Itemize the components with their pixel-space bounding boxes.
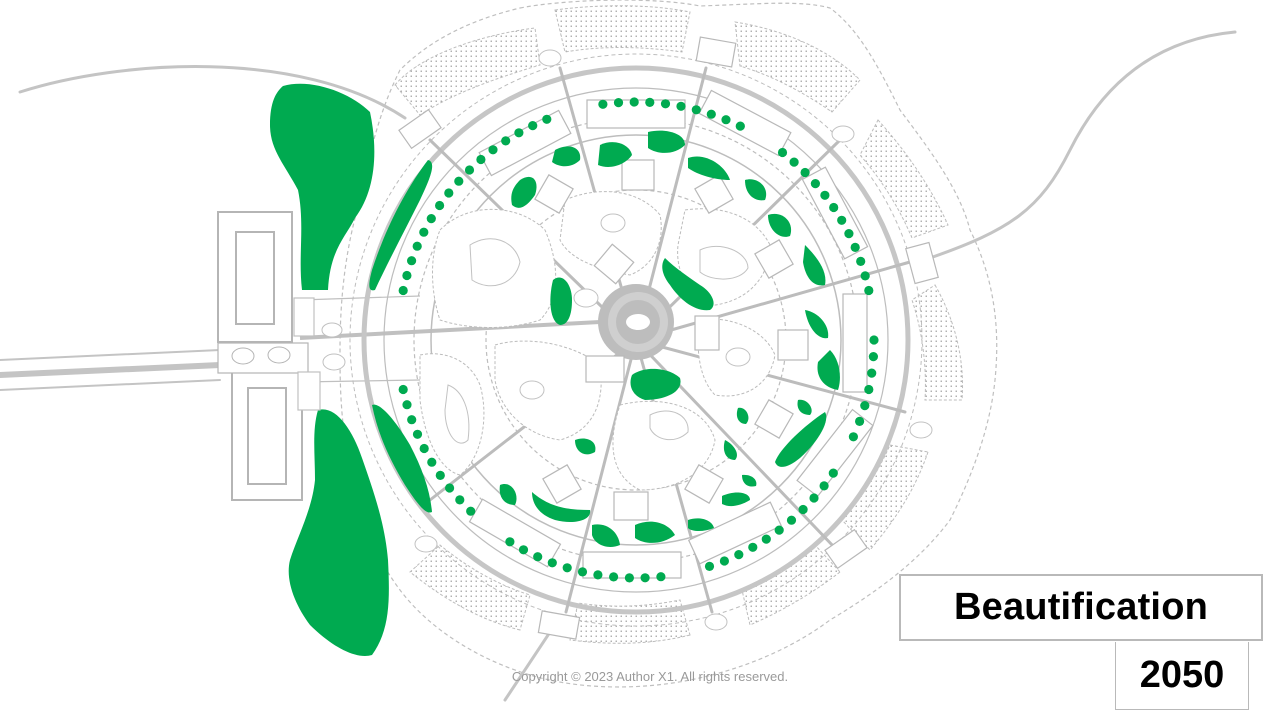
- tree-dot: [455, 495, 465, 505]
- tree-dot: [837, 215, 847, 225]
- tree-dot: [809, 493, 819, 503]
- tree-dot: [691, 105, 701, 115]
- tree-dot: [514, 128, 524, 138]
- tree-dot: [577, 567, 588, 577]
- tree-dot: [464, 165, 475, 175]
- page-title: Beautification: [953, 586, 1209, 628]
- interior-lots: [419, 191, 776, 491]
- tree-dot: [789, 157, 799, 167]
- tree-dot: [774, 525, 784, 535]
- tree-dot: [466, 506, 476, 516]
- tree-dot: [704, 561, 715, 572]
- tree-dot: [542, 114, 552, 124]
- ring-ellipses: [414, 49, 933, 631]
- external-roads: [0, 30, 1237, 702]
- tree-dot: [501, 136, 511, 146]
- tree-dot: [860, 271, 870, 281]
- tree-dot: [719, 556, 730, 566]
- tree-dot: [676, 101, 686, 111]
- tree-dot: [735, 121, 745, 131]
- tree-dot: [562, 563, 572, 573]
- tree-dot: [407, 256, 417, 266]
- tree-dot: [748, 542, 758, 552]
- tree-dot: [645, 97, 655, 107]
- tree-dot: [864, 384, 874, 395]
- outer-boundary: [339, 0, 998, 688]
- city-parks: [369, 130, 840, 547]
- west-buildings: [217, 211, 309, 501]
- tree-dot: [407, 415, 417, 425]
- tree-ring: [398, 97, 879, 583]
- tree-dot: [613, 98, 624, 108]
- tree-dot: [476, 154, 486, 165]
- west-access-road: [293, 295, 601, 411]
- tree-dot: [398, 384, 408, 395]
- tree-dot: [444, 188, 454, 198]
- tree-dot: [828, 468, 838, 478]
- tree-dot: [761, 534, 771, 544]
- tree-dot: [454, 176, 464, 186]
- tree-dot: [629, 97, 639, 107]
- tree-dot: [844, 229, 854, 239]
- tree-dot: [706, 109, 716, 119]
- tree-dot: [435, 470, 445, 480]
- tree-dot: [402, 270, 412, 281]
- tree-dot: [640, 573, 650, 583]
- tree-dot: [869, 335, 879, 345]
- interior-ponds: [444, 213, 751, 444]
- tree-dot: [412, 429, 423, 439]
- tree-dot: [855, 416, 865, 426]
- tree-dot: [547, 558, 557, 568]
- tree-dot: [850, 242, 860, 252]
- tree-dot: [867, 368, 877, 378]
- tree-dot: [419, 443, 429, 454]
- central-hub: [598, 284, 674, 360]
- tree-dot: [435, 200, 445, 211]
- tree-dot: [412, 241, 422, 251]
- ring-buildings: [398, 36, 939, 640]
- tree-dot: [868, 352, 879, 362]
- tree-dot: [798, 504, 808, 515]
- tree-dot: [810, 179, 821, 189]
- tree-dot: [598, 99, 608, 109]
- tree-dot: [533, 552, 543, 562]
- tree-dot: [656, 572, 666, 582]
- tree-dot: [426, 214, 436, 224]
- tree-dot: [624, 573, 635, 583]
- tree-dot: [721, 115, 731, 125]
- tree-dot: [660, 99, 671, 109]
- tree-dot: [419, 227, 429, 237]
- year-label: 2050: [1139, 654, 1225, 696]
- tree-dot: [593, 570, 603, 580]
- tree-dot: [518, 545, 529, 555]
- tree-dot: [528, 121, 538, 131]
- tree-dot: [402, 400, 412, 410]
- title-box: Beautification: [899, 574, 1263, 641]
- tree-dot: [786, 515, 797, 525]
- tree-dot: [820, 190, 830, 200]
- tree-dot: [427, 457, 437, 467]
- tree-dot: [445, 483, 455, 493]
- copyright-notice: Copyright © 2023 Author X1. All rights r…: [511, 669, 789, 684]
- year-box: 2050: [1115, 642, 1249, 710]
- tree-dot: [856, 256, 866, 266]
- tree-dot: [398, 285, 408, 296]
- west-parks: [270, 83, 389, 656]
- tree-dot: [777, 147, 788, 158]
- tree-dot: [800, 167, 810, 178]
- tree-dot: [819, 481, 829, 491]
- tree-dot: [505, 537, 515, 547]
- tree-dot: [734, 550, 744, 560]
- tree-dot: [864, 285, 874, 296]
- tree-dot: [609, 572, 619, 582]
- tree-dot: [488, 145, 498, 155]
- tree-dot: [848, 432, 859, 442]
- tree-dot: [829, 202, 839, 213]
- tree-dot: [860, 401, 870, 411]
